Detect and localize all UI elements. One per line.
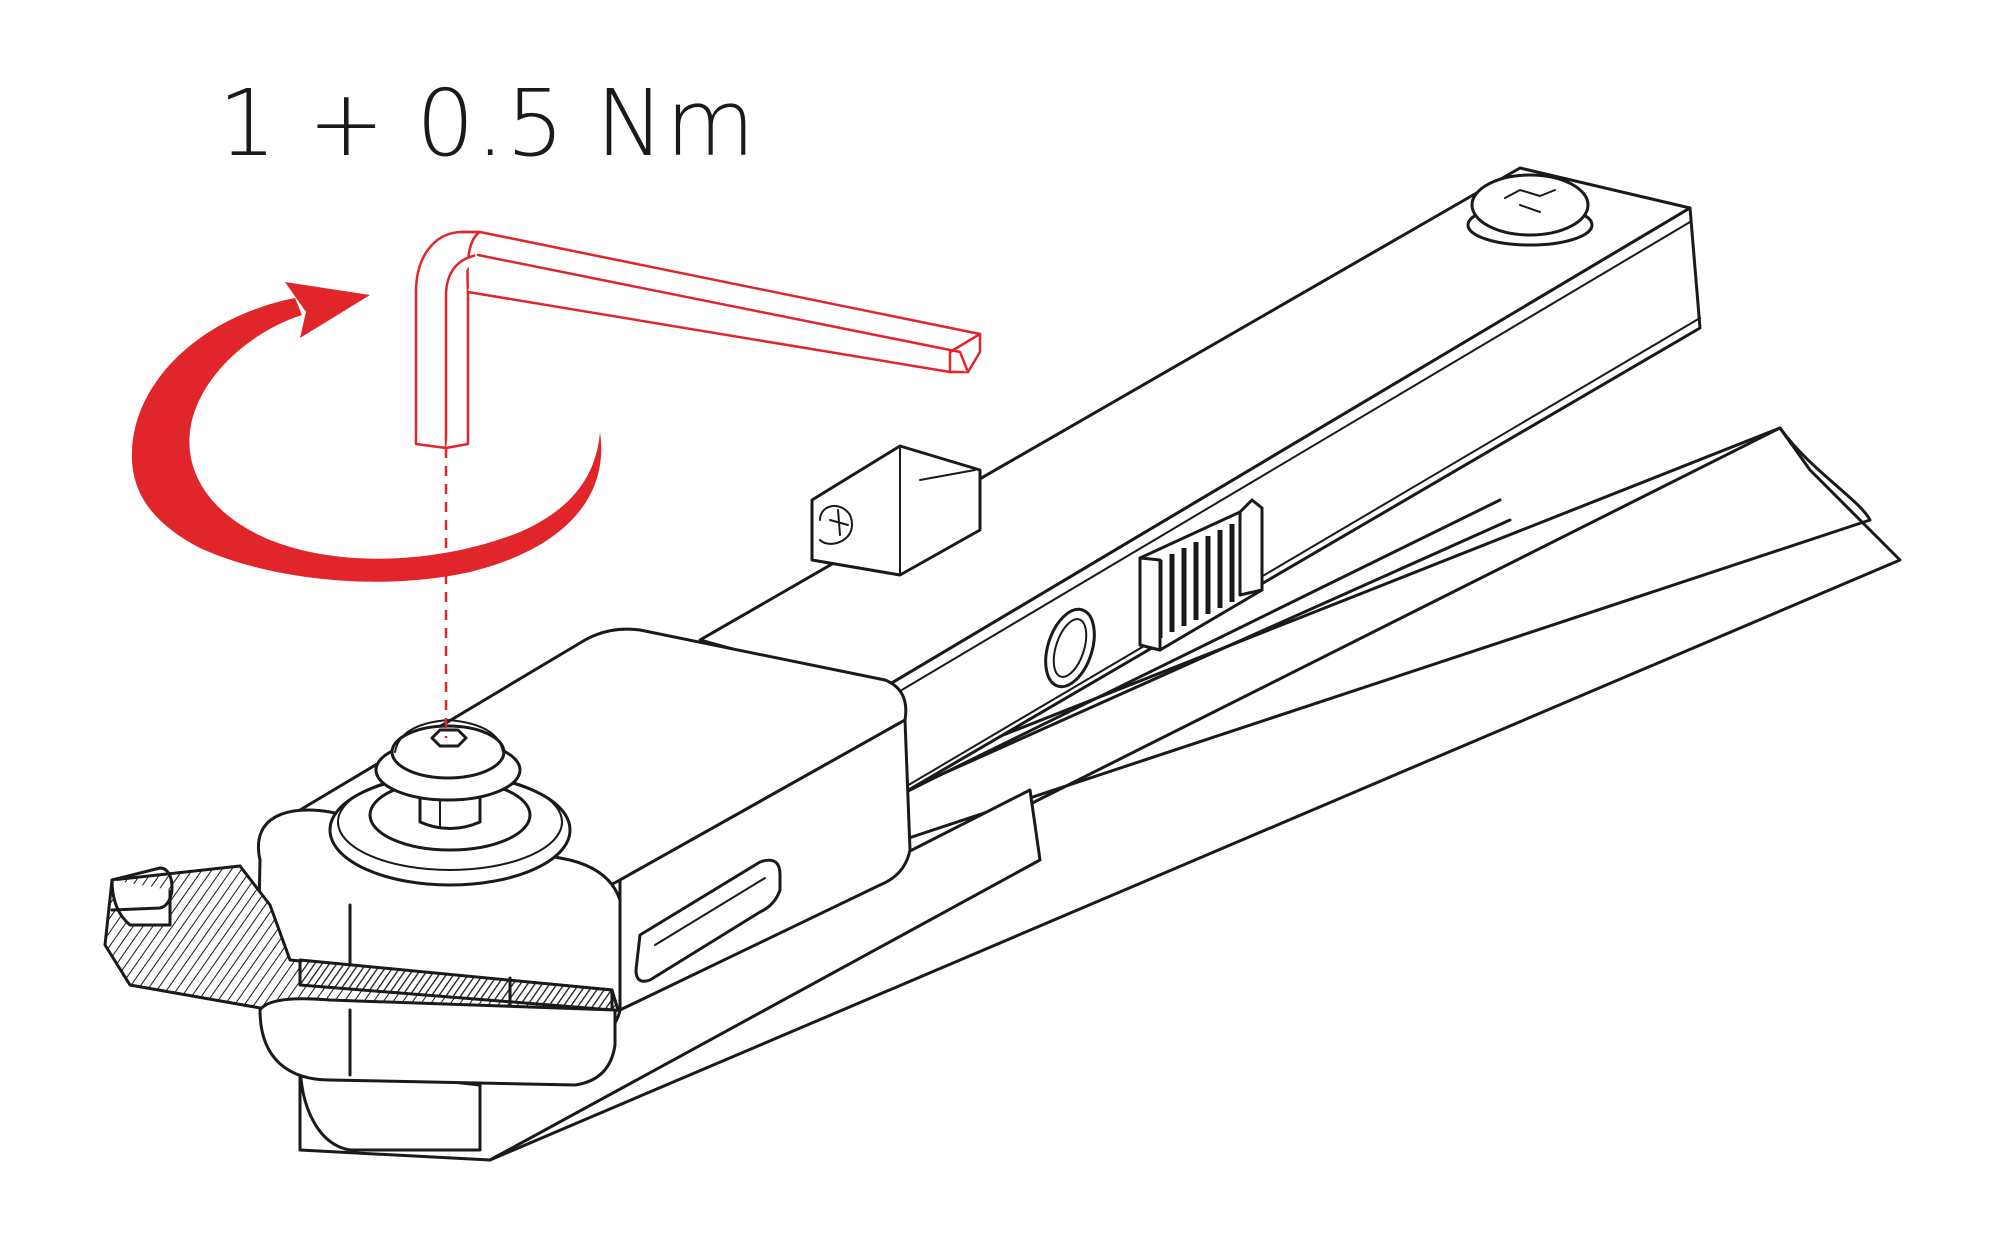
rotate-clockwise-arrow-icon	[131, 282, 602, 582]
strike-plate-hatched	[103, 864, 620, 1032]
torque-value-label: 1 + 0.5 Nm	[218, 70, 757, 177]
pivot-bolt	[328, 719, 572, 887]
hex-key-icon	[414, 230, 982, 450]
arm-slot	[1044, 607, 1096, 689]
ribbed-slider	[1138, 498, 1264, 652]
pivot-lower-body	[258, 997, 617, 1087]
side-clip	[810, 444, 982, 577]
rear-screw	[1466, 173, 1594, 247]
